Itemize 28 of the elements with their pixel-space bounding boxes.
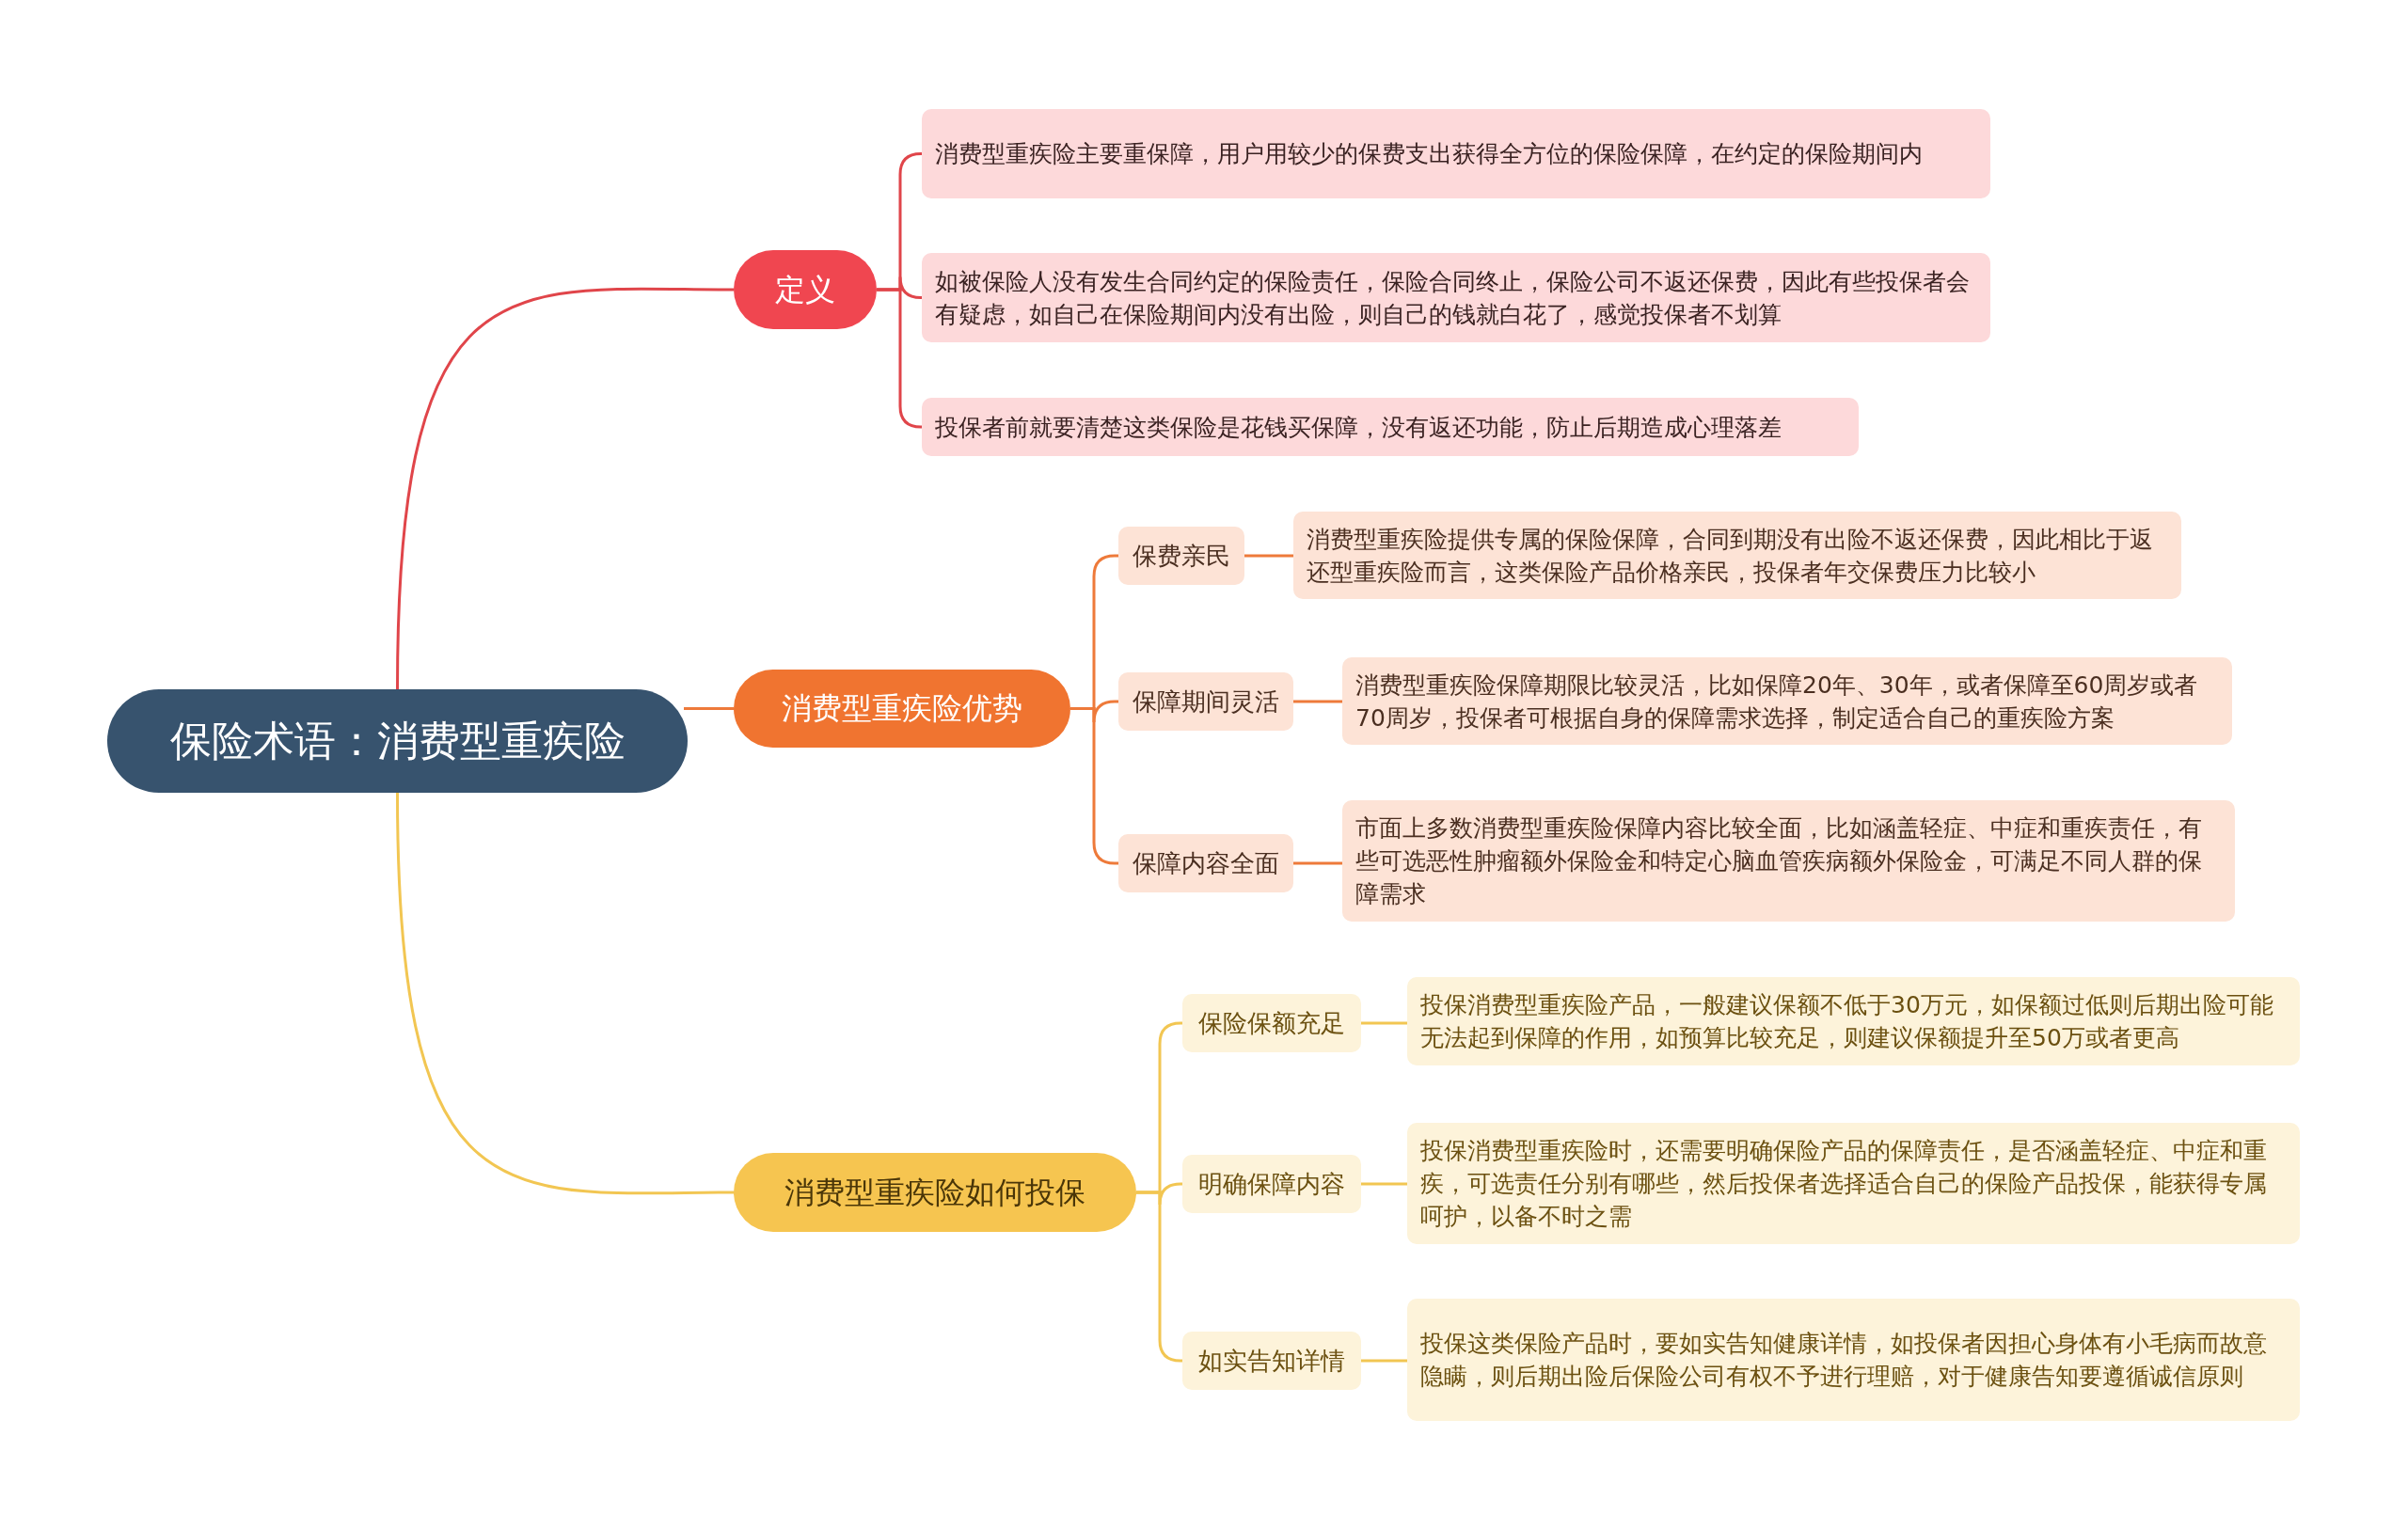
branch-topic: 定义 bbox=[734, 250, 877, 329]
central-topic: 保险术语：消费型重疾险 bbox=[107, 689, 688, 793]
branch-topic: 消费型重疾险优势 bbox=[734, 670, 1070, 748]
connector-line bbox=[1293, 700, 1342, 703]
connector-line bbox=[1361, 1021, 1407, 1025]
subtopic-label: 保费亲民 bbox=[1118, 527, 1244, 585]
connector-line bbox=[684, 707, 734, 710]
subtopic-label: 如实告知详情 bbox=[1182, 1332, 1361, 1390]
detail-note: 市面上多数消费型重疾险保障内容比较全面，比如涵盖轻症、中症和重疾责任，有些可选恶性肿瘤额外保险金和特定心脑血管疾病额外保险金，可满足不同人群的保障需求 bbox=[1342, 800, 2235, 922]
detail-note: 投保消费型重疾险产品，一般建议保额不低于30万元，如保额过低则后期出险可能无法起到保障的作用，如预算比较充足，则建议保额提升至50万或者更高 bbox=[1407, 977, 2300, 1065]
connector-line bbox=[1244, 554, 1293, 558]
connector-line bbox=[396, 287, 734, 690]
detail-note: 投保这类保险产品时，要如实告知健康详情，如投保者因担心身体有小毛病而故意隐瞒，则后期出险后保险公司有权不予进行理赔，对于健康告知要遵循诚信原则 bbox=[1407, 1299, 2300, 1421]
detail-note: 消费型重疾险提供专属的保险保障，合同到期没有出险不返还保费，因此相比于返还型重疾险而言，这类保险产品价格亲民，投保者年交保费压力比较小 bbox=[1293, 512, 2181, 599]
detail-note: 如被保险人没有发生合同约定的保险责任，保险合同终止，保险公司不返还保费，因此有些投保者会有疑虑，如自己在保险期间内没有出险，则自己的钱就白花了，感觉投保者不划算 bbox=[922, 253, 1990, 342]
branch-topic: 消费型重疾险如何投保 bbox=[734, 1153, 1136, 1232]
detail-note: 投保消费型重疾险时，还需要明确保险产品的保障责任，是否涵盖轻症、中症和重疾，可选责任分别有哪些，然后投保者选择适合自己的保险产品投保，能获得专属呵护，以备不时之需 bbox=[1407, 1123, 2300, 1244]
detail-note: 投保者前就要清楚这类保险是花钱买保障，没有返还功能，防止后期造成心理落差 bbox=[922, 398, 1859, 456]
connector-line bbox=[1361, 1359, 1407, 1363]
connector-line bbox=[396, 792, 734, 1195]
connector-line bbox=[1293, 861, 1342, 865]
detail-note: 消费型重疾险主要重保障，用户用较少的保费支出获得全方位的保险保障，在约定的保险期间内 bbox=[922, 109, 1990, 198]
subtopic-label: 保障内容全面 bbox=[1118, 834, 1293, 892]
subtopic-label: 保障期间灵活 bbox=[1118, 672, 1293, 731]
connector-line bbox=[1361, 1182, 1407, 1186]
subtopic-label: 保险保额充足 bbox=[1182, 994, 1361, 1052]
detail-note: 消费型重疾险保障期限比较灵活，比如保障20年、30年，或者保障至60周岁或者70周岁，投保者可根据自身的保障需求选择，制定适合自己的重疾险方案 bbox=[1342, 657, 2232, 745]
subtopic-label: 明确保障内容 bbox=[1182, 1155, 1361, 1213]
